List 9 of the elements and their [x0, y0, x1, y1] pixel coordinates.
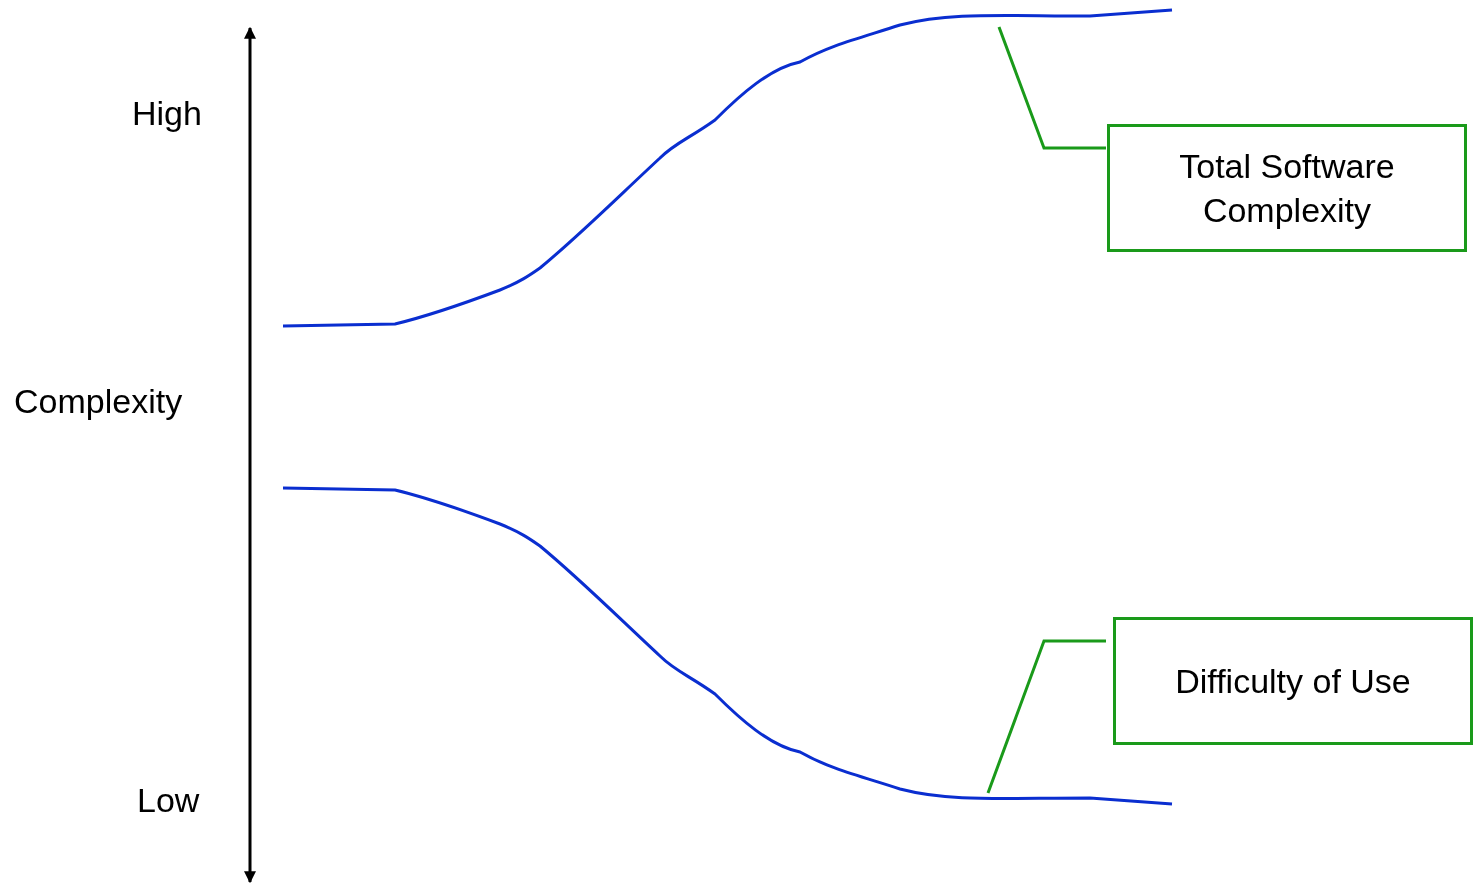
- callout-box: Difficulty of Use: [1113, 617, 1473, 745]
- curve-line: [282, 486, 1173, 806]
- axis-label: Low: [137, 780, 200, 820]
- leader-line: [997, 26, 1106, 150]
- curve-line: [282, 8, 1173, 328]
- axis-title: Complexity: [14, 381, 183, 421]
- leader-line: [986, 639, 1106, 794]
- callout-box: Total Software Complexity: [1107, 124, 1467, 252]
- axis-label: High: [132, 93, 202, 133]
